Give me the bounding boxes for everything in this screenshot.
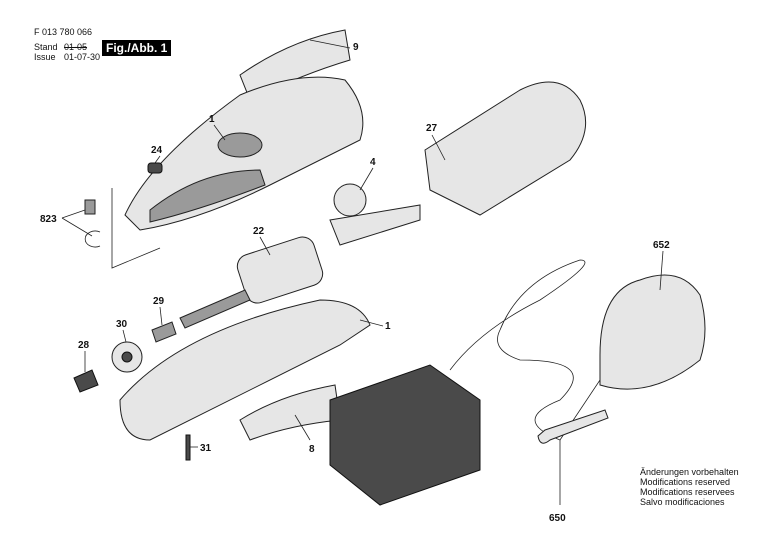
callout-650: 650 — [549, 513, 566, 524]
modification-notes: Änderungen vorbehalten Modifications res… — [640, 467, 739, 507]
part-22-motor — [236, 236, 324, 304]
issue-value: 01-07-30 — [64, 52, 101, 62]
part-823-clip — [84, 230, 101, 248]
leader-lines — [61, 39, 664, 505]
part-28-cap — [73, 369, 99, 393]
callout-30: 30 — [116, 319, 128, 330]
part-652-charging-stand — [599, 274, 706, 390]
bracket-823 — [111, 188, 161, 269]
callout-1: 1 — [209, 114, 215, 125]
housing-switch — [217, 132, 263, 158]
part-1-housing-lower — [119, 299, 371, 441]
part-30-hole — [121, 351, 133, 363]
callout-4: 4 — [370, 157, 376, 168]
note-es: Salvo modificaciones — [640, 497, 725, 507]
stand-label: Stand — [34, 42, 58, 52]
part-4-switch — [329, 204, 421, 246]
part-4-dial — [333, 183, 367, 217]
callout-27: 27 — [426, 123, 438, 134]
power-cable — [449, 259, 601, 441]
callout-823: 823 — [40, 214, 57, 225]
callout-22: 22 — [253, 226, 265, 237]
part-number: F 013 780 066 — [34, 27, 93, 37]
callout-9: 9 — [353, 42, 359, 53]
callout-29: 29 — [153, 296, 165, 307]
callout-31: 31 — [200, 443, 212, 454]
part-823-collet — [84, 199, 96, 215]
part-29-collet — [151, 321, 177, 343]
part-31-screw — [185, 434, 191, 461]
part-650-wrench — [537, 409, 609, 444]
note-en: Modifications reserved — [640, 477, 731, 487]
note-de: Änderungen vorbehalten — [640, 467, 739, 477]
part-27-battery — [424, 81, 587, 216]
part-24 — [147, 162, 163, 174]
callout-24: 24 — [151, 145, 163, 156]
housing-grip — [149, 169, 266, 223]
callout-8: 8 — [309, 444, 315, 455]
motor-shaft — [179, 289, 251, 329]
stand-value: 01-05 — [64, 42, 88, 52]
note-fr: Modifications reservees — [640, 487, 735, 497]
callout-652: 652 — [653, 240, 670, 251]
power-adapter — [329, 364, 481, 506]
issue-label: Issue — [34, 52, 56, 62]
figure-label: Fig./Abb. 1 — [102, 40, 172, 56]
callout-1-lower: 1 — [385, 321, 391, 332]
part-8-label — [239, 384, 341, 441]
callout-28: 28 — [78, 340, 90, 351]
